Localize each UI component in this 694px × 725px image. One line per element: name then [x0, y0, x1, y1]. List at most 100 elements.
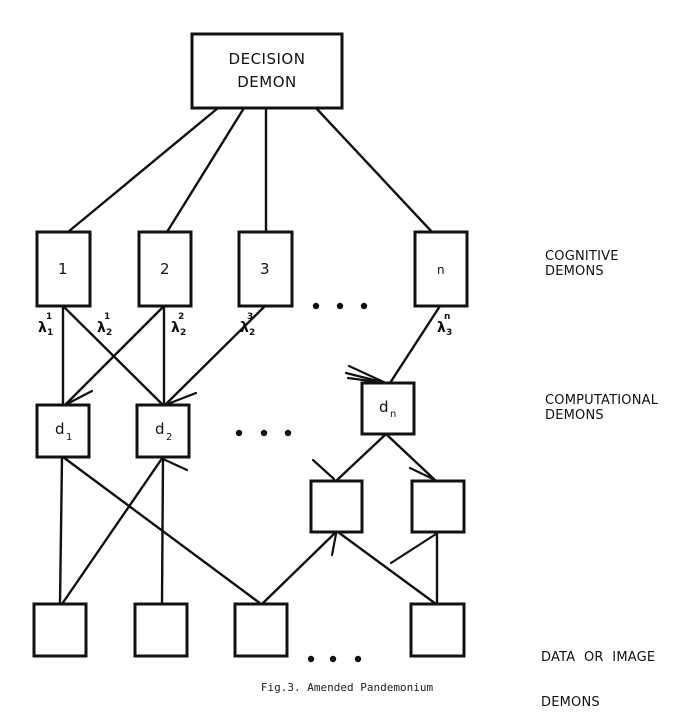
data-demon-box: [409, 602, 466, 658]
computational-demon-subscript: 1: [66, 432, 72, 443]
row-label-cognitive: COGNITIVE DEMONS: [545, 249, 619, 279]
arrow-tick-d1: [63, 389, 94, 407]
cognitive-demons: 1 2 3 n: [35, 230, 469, 308]
data-demon-box: [233, 602, 289, 658]
edge-dn-to-m2: [384, 432, 438, 483]
weight-label: λ 2 2: [171, 312, 186, 338]
lambda-symbol: λ: [97, 320, 106, 336]
ellipsis-dot: [284, 429, 292, 437]
arrow-tick-d2: [163, 391, 198, 407]
lambda-superscript: 3: [247, 312, 253, 322]
cognitive-demon-box: [237, 230, 294, 308]
ellipsis-data: [307, 655, 362, 663]
edge-c2-to-d1: [63, 304, 166, 407]
arrow-tick-mid-left-bottom: [330, 532, 338, 557]
lambda-subscript: 2: [106, 328, 112, 338]
cognitive-demon-box: [35, 230, 92, 308]
computational-demon-box: [360, 381, 416, 436]
computational-demon-label: d: [379, 398, 389, 416]
row-label-cognitive-line1: COGNITIVE: [545, 249, 619, 264]
data-demons: [32, 602, 466, 658]
row-label-cognitive-line2: DEMONS: [545, 264, 604, 279]
edge-dn-to-m1: [334, 432, 388, 483]
arrow-tick-mid-left: [311, 458, 336, 481]
edges-decision-to-cognitive: [66, 106, 434, 234]
intermediate-demon-box: [309, 479, 364, 534]
decision-demon-label-line2: DEMON: [237, 73, 297, 91]
cognitive-demon-label: 3: [260, 260, 270, 278]
figure-caption: Fig.3. Amended Pandemonium: [260, 681, 434, 694]
ellipsis-computational: [235, 429, 292, 437]
arrow-tick-dn-1: [347, 364, 388, 385]
lambda-subscript: 2: [180, 328, 186, 338]
edge-decision-to-c2: [165, 106, 246, 234]
edge-decision-to-cn: [314, 106, 434, 234]
weight-labels: λ 1 1 λ 1 2 λ 2 2 λ 3 2 λ n 3: [38, 312, 452, 338]
row-label-data: DATA OR IMAGE DEMONS: [541, 620, 655, 725]
computational-demon-subscript: n: [390, 409, 396, 420]
lambda-subscript: 2: [249, 328, 255, 338]
arrow-tick-mid-right-bottom: [389, 532, 438, 565]
decision-demon-box: [190, 32, 344, 110]
edge-decision-to-c1: [66, 106, 220, 234]
ellipsis-dot: [360, 302, 368, 310]
computational-demons: d 1 d 2 d n: [35, 381, 416, 459]
ellipsis-dot: [312, 302, 320, 310]
row-label-data-line1: DATA OR IMAGE: [541, 650, 656, 665]
ellipsis-dot: [329, 655, 337, 663]
arrow-tick-mid-right: [408, 466, 435, 481]
edges-to-data: [58, 455, 439, 606]
computational-demon-subscript: 2: [166, 432, 172, 443]
ellipsis-dot: [235, 429, 243, 437]
edge-d1-to-data1: [58, 455, 64, 606]
edges-dn-to-intermediate: [334, 432, 438, 483]
data-demon-box: [133, 602, 189, 658]
edge-d2-to-data1: [60, 455, 165, 606]
lambda-superscript: 2: [178, 312, 184, 322]
arrow-tick-d2-bottom: [161, 457, 189, 472]
weight-label: λ 3 2: [240, 312, 255, 338]
ellipsis-dot: [307, 655, 315, 663]
computational-demon-box: [135, 403, 191, 459]
decision-demon-label-line1: DECISION: [229, 50, 306, 68]
cognitive-demon-label: 1: [58, 260, 68, 278]
edge-c3-to-d2: [163, 304, 267, 407]
computational-demon-label: d: [155, 420, 165, 438]
weight-label: λ n 3: [437, 312, 452, 338]
intermediate-demon-box: [410, 479, 466, 534]
lambda-superscript: n: [444, 312, 450, 322]
edge-m1-to-data3: [260, 530, 338, 606]
lambda-symbol: λ: [171, 320, 180, 336]
lambda-superscript: 1: [46, 312, 52, 322]
lambda-subscript: 3: [446, 328, 452, 338]
ellipsis-cognitive: [312, 302, 368, 310]
lambda-symbol: λ: [437, 320, 446, 336]
data-demon-box: [32, 602, 88, 658]
weight-label: λ 1 2: [97, 312, 112, 338]
cognitive-demon-label: n: [437, 263, 445, 277]
edge-cn-to-dn: [388, 304, 442, 385]
ellipsis-dot: [336, 302, 344, 310]
lambda-subscript: 1: [47, 328, 53, 338]
lambda-symbol: λ: [240, 320, 249, 336]
edges-cognitive-to-computational: [61, 304, 442, 407]
computational-demon-box: [35, 403, 91, 459]
row-label-data-line2: DEMONS: [541, 695, 600, 710]
cognitive-demon-box: [137, 230, 193, 308]
lambda-superscript: 1: [104, 312, 110, 322]
row-label-computational-line1: COMPUTATIONAL: [545, 393, 659, 408]
weight-label: λ 1 1: [38, 312, 53, 338]
edge-m1-to-data4: [336, 530, 438, 606]
row-label-computational-line2: DEMONS: [545, 408, 604, 423]
ellipsis-dot: [260, 429, 268, 437]
cognitive-demon-label: 2: [160, 260, 170, 278]
edge-d2-to-data2: [160, 455, 165, 606]
computational-demon-label: d: [55, 420, 65, 438]
decision-demon: DECISION DEMON: [190, 32, 344, 110]
ellipsis-dot: [354, 655, 362, 663]
row-label-computational: COMPUTATIONAL DEMONS: [545, 393, 658, 423]
intermediate-demons: [309, 479, 466, 534]
lambda-symbol: λ: [38, 320, 47, 336]
cognitive-demon-box: [413, 230, 469, 308]
